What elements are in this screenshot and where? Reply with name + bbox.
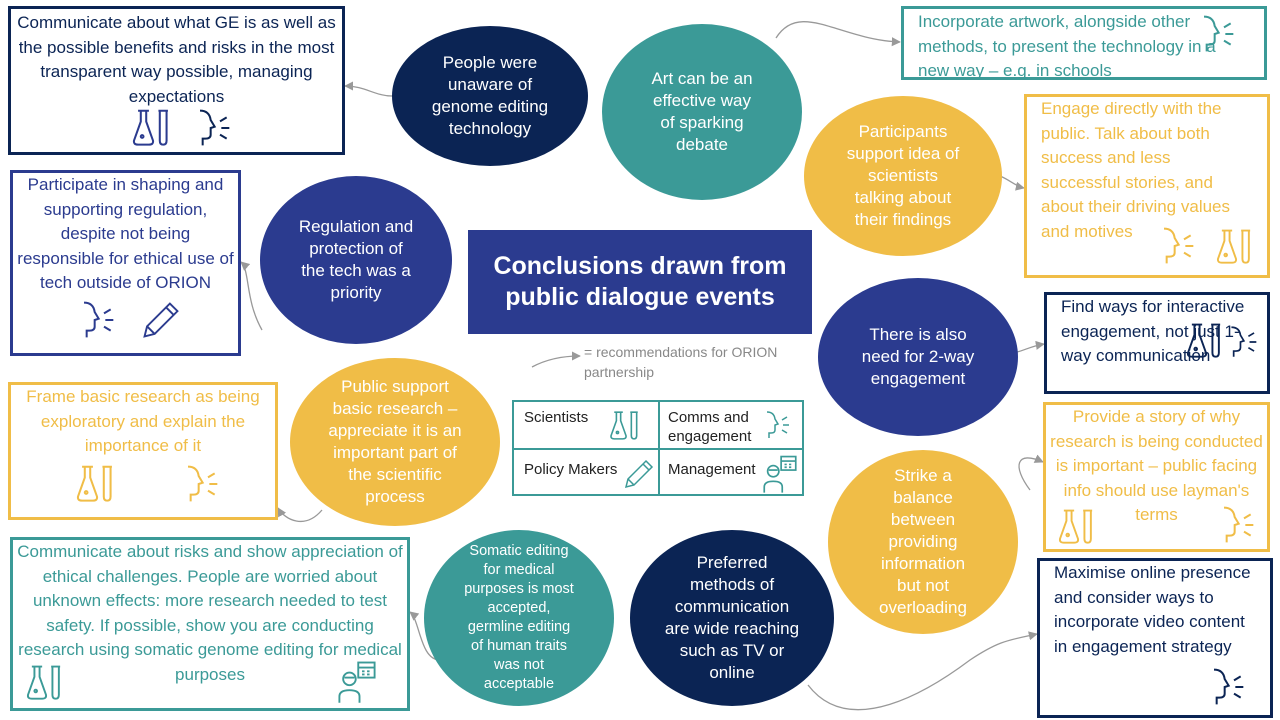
box-risks: Communicate about risks and show appreci… (10, 537, 410, 711)
legend-comms: Comms and engagement (668, 409, 752, 445)
lab-flask-icon (1186, 323, 1221, 358)
connector-two-way (1016, 340, 1045, 353)
legend-note: = recommendations for ORION partnership (584, 344, 778, 380)
speaking-head-icon (83, 301, 114, 338)
circle-balance: Strike a balance between providing infor… (828, 450, 1018, 634)
connector-scientists-talk (999, 175, 1025, 191)
legend-grid: Scientists Comms and engagement Policy M… (512, 400, 804, 496)
speaking-head-icon (1203, 15, 1234, 52)
lab-flask-icon (26, 665, 61, 700)
legend-scientists: Scientists (524, 409, 589, 426)
page-title: Conclusions drawn from public dialogue e… (493, 252, 787, 311)
connector-art (775, 21, 901, 47)
connector-unaware (344, 81, 393, 97)
pencil-icon (143, 302, 179, 338)
legend-management: Management (668, 461, 756, 478)
speaking-head-icon (1223, 506, 1254, 543)
pencil-icon (624, 459, 654, 489)
lab-flask-icon (610, 411, 638, 440)
lab-flask-icon (1058, 509, 1093, 544)
connector-basic-research (277, 507, 323, 522)
lab-flask-icon (132, 109, 168, 146)
speaking-head-icon (1231, 326, 1257, 357)
speaking-head-icon (199, 109, 230, 146)
circle-somatic: Somatic editing for medical purposes is … (424, 530, 614, 706)
circle-preferred: Preferred methods of communication are w… (630, 530, 834, 706)
circle-scientists-talk: Participants support idea of scientists … (804, 96, 1002, 256)
connector-preferred (807, 631, 1038, 711)
circle-regulation: Regulation and protection of the tech wa… (260, 176, 452, 344)
speaking-head-icon (1163, 227, 1194, 264)
circle-two-way: There is also need for 2-way engagement (818, 278, 1018, 436)
box-artwork: Incorporate artwork, alongside other met… (901, 6, 1267, 80)
box-frame-research: Frame basic research as being explorator… (8, 382, 278, 520)
connector-regulation (240, 261, 263, 331)
circle-unaware: People were unaware of genome editing te… (392, 26, 588, 166)
circle-art: Art can be an effective way of sparking … (602, 24, 802, 200)
lab-flask-icon (76, 465, 112, 502)
lab-flask-icon (1216, 229, 1251, 264)
box-story: Provide a story of why research is being… (1043, 402, 1270, 552)
connector-balance (1018, 454, 1044, 491)
box-participate: Participate in shaping and supporting re… (10, 170, 241, 356)
speaking-head-icon (187, 465, 218, 502)
box-communicate-ge: Communicate about what GE is as well as … (8, 6, 345, 155)
speaking-head-icon (1213, 668, 1244, 705)
manager-calendar-icon (338, 661, 376, 703)
box-engage-directly: Engage directly with the public. Talk ab… (1024, 94, 1270, 278)
connector-legend-sample (531, 351, 581, 368)
speaking-head-icon (766, 411, 789, 438)
circle-basic-research: Public support basic research – apprecia… (290, 358, 500, 526)
title-banner: Conclusions drawn from public dialogue e… (468, 230, 812, 334)
manager-calendar-icon (763, 455, 797, 493)
legend-policy: Policy Makers (524, 461, 618, 478)
box-online: Maximise online presence and consider wa… (1037, 558, 1273, 718)
